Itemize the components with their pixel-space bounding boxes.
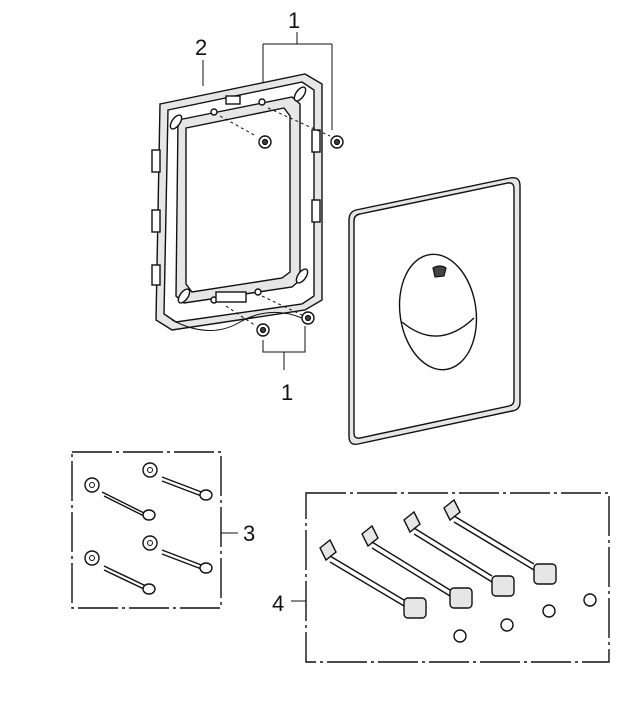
screw-top-right [330,135,344,149]
callout-3: 3 [243,521,255,546]
threaded-rod-1 [319,538,467,643]
wall-screw-4 [142,535,213,574]
threaded-rod-4 [443,498,597,607]
screw-bottom-left [256,323,270,337]
callout-1-top: 1 [288,8,300,33]
threaded-rods-set [305,492,610,663]
wall-screw-3 [84,550,156,595]
threaded-rod-3 [403,510,556,618]
wall-screw-2 [142,462,213,501]
screw-bottom-right [301,311,315,325]
wall-screws-set [71,451,222,609]
wall-screw-1 [84,477,156,521]
screw-top-left [258,135,272,149]
leader-lines [202,32,333,602]
mounting-frame [151,73,323,331]
threaded-rod-2 [361,524,514,632]
flush-plate [348,176,521,446]
callout-1-bottom: 1 [281,380,293,405]
callout-2: 2 [195,35,207,60]
frame-screws [219,107,344,337]
callout-4: 4 [272,591,284,616]
